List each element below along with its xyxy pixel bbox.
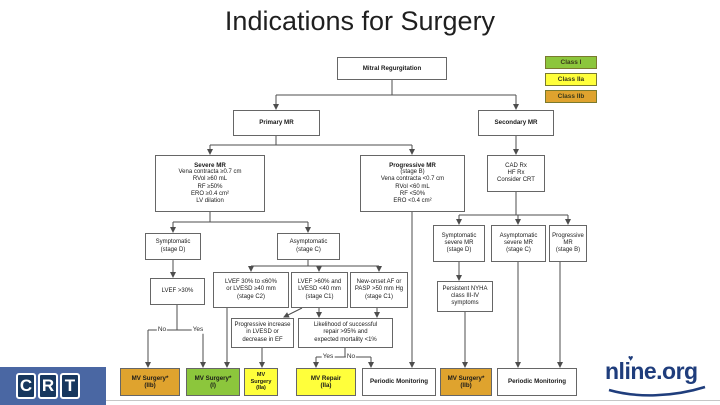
edge-label-yes: Yes — [321, 352, 335, 361]
flow-node-periodic-monitoring-2: Periodic Monitoring — [497, 368, 577, 396]
page-title: Indications for Surgery — [224, 6, 496, 36]
logo-swoosh — [608, 385, 706, 397]
edge-label-no: No — [156, 325, 168, 334]
flow-node-symptomatic-stage-d: Symptomatic(stage D) — [145, 233, 201, 260]
flow-node-mv-surgery-iib-right: MV Surgery*(IIb) — [440, 368, 492, 396]
flow-node-mv-surgery-i: MV Surgery*(I) — [186, 368, 240, 396]
legend-item-class-i: Class I — [545, 56, 597, 69]
flow-node-progressive-mr: Progressive MR(stage B)Vena contracta <0… — [360, 155, 465, 212]
site-logo-text: nline.org — [605, 358, 698, 384]
flow-node-primary-mr: Primary MR — [233, 110, 320, 136]
flow-node-lvef-30-to-60: LVEF 30% to ≤60%or LVESD ≥40 mm(stage C2… — [213, 272, 289, 308]
legend-item-class-iia: Class IIa — [545, 73, 597, 86]
crt-letter-tile: C — [16, 373, 36, 399]
edge-label-yes: Yes — [191, 325, 205, 334]
flow-node-mv-surgery-iib-left: MV Surgery*(IIb) — [120, 368, 180, 396]
heart-icon: ♥ — [628, 353, 634, 363]
crtonline-logo[interactable]: ♥ nline.org — [605, 352, 720, 400]
crt-letter-tile: T — [60, 373, 80, 399]
flow-node-mv-surgery-iia: MV Surgery(IIa) — [244, 368, 278, 396]
flow-node-secondary-mr: Secondary MR — [478, 110, 554, 136]
crt-logo[interactable]: C R T — [0, 367, 106, 405]
footer-divider — [106, 400, 720, 401]
legend-item-class-iib: Class IIb — [545, 90, 597, 103]
flow-edge-30 — [283, 307, 303, 318]
edge-label-no: No — [345, 352, 357, 361]
crt-letter-tile: R — [38, 373, 58, 399]
flow-node-lvef-gt-30: LVEF >30% — [150, 278, 205, 305]
flow-node-periodic-monitoring-1: Periodic Monitoring — [362, 368, 436, 396]
flow-node-mitral-regurgitation: Mitral Regurgitation — [337, 57, 447, 80]
flow-node-mv-repair-iia: MV Repair(IIa) — [296, 368, 356, 396]
flow-node-asymptomatic-stage-c: Asymptomatic(stage C) — [277, 233, 340, 260]
